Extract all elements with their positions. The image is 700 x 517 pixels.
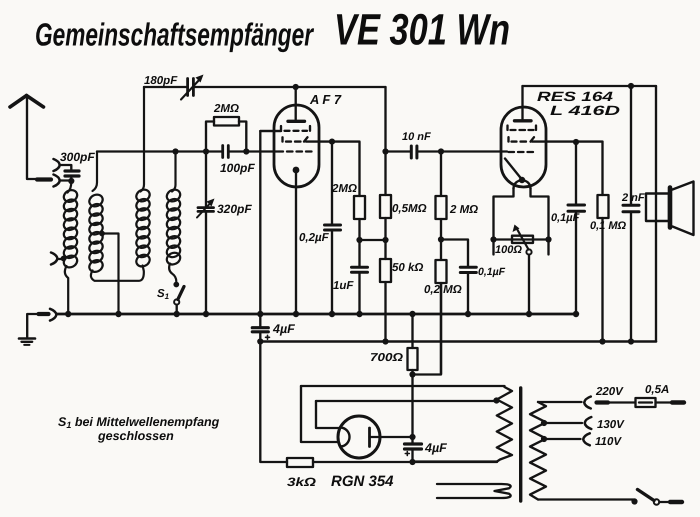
svg-text:4µF: 4µF [424, 441, 447, 455]
svg-text:0,2 MΩ: 0,2 MΩ [424, 284, 462, 296]
svg-text:2MΩ: 2MΩ [213, 103, 239, 115]
svg-text:300pF: 300pF [60, 150, 95, 164]
svg-text:2 nF: 2 nF [621, 192, 645, 204]
svg-text:1uF: 1uF [333, 280, 354, 292]
svg-text:110V: 110V [595, 436, 622, 448]
svg-text:Gemeinschaftsempfänger: Gemeinschaftsempfänger [35, 17, 314, 53]
svg-text:100pF: 100pF [220, 161, 255, 175]
svg-text:RES 164: RES 164 [537, 89, 614, 104]
svg-text:S1 bei Mittelwellenempfang: S1 bei Mittelwellenempfang [58, 415, 220, 430]
svg-text:0,1 MΩ: 0,1 MΩ [590, 220, 627, 232]
svg-text:RGN 354: RGN 354 [331, 473, 394, 490]
svg-text:700Ω: 700Ω [370, 352, 403, 364]
svg-text:2 MΩ: 2 MΩ [449, 204, 478, 216]
svg-text:2MΩ: 2MΩ [331, 183, 357, 195]
svg-text:A F 7: A F 7 [309, 92, 342, 107]
svg-text:0,5MΩ: 0,5MΩ [392, 203, 427, 215]
svg-text:S1: S1 [157, 288, 170, 301]
svg-text:320pF: 320pF [217, 202, 252, 216]
svg-text:0,1µF: 0,1µF [478, 266, 506, 278]
svg-text:220V: 220V [595, 386, 624, 398]
svg-text:0,2µF: 0,2µF [299, 232, 330, 244]
svg-text:180pF: 180pF [144, 75, 178, 87]
svg-text:10 nF: 10 nF [402, 131, 431, 143]
svg-text:0,5A: 0,5A [645, 384, 669, 396]
svg-text:0,1µF: 0,1µF [551, 212, 580, 224]
svg-text:4µF: 4µF [272, 322, 295, 336]
svg-text:130V: 130V [597, 419, 625, 431]
svg-text:VE 301 Wn: VE 301 Wn [334, 6, 510, 55]
svg-text:3kΩ: 3kΩ [287, 475, 317, 489]
svg-text:50 kΩ: 50 kΩ [392, 262, 423, 274]
svg-text:geschlossen: geschlossen [97, 429, 174, 443]
svg-text:100Ω: 100Ω [495, 244, 522, 256]
svg-text:L 416D: L 416D [550, 103, 620, 118]
